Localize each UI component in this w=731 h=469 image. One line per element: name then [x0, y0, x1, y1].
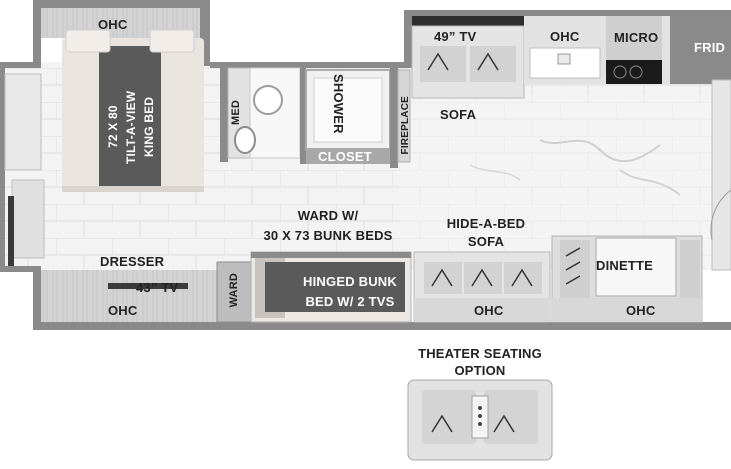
dresser-label: DRESSER [100, 254, 165, 269]
bedroom-tv [4, 73, 45, 266]
entry-side [710, 79, 731, 271]
bathroom [220, 67, 306, 164]
fridge-label: FRID [694, 40, 726, 55]
tv-49-label: 49” TV [434, 29, 477, 44]
dinette-ohc-label: OHC [626, 303, 656, 318]
outer-walls [0, 0, 731, 330]
sofa-ohc-label: OHC [474, 303, 504, 318]
ward-bunk-label: WARD W/30 X 73 BUNK BEDS [263, 208, 393, 243]
theater-seating-option [407, 379, 553, 461]
bunk-beds [250, 251, 412, 323]
dinette-label: DINETTE [596, 258, 654, 273]
dresser [41, 270, 217, 322]
dresser-ohc-label: OHC [108, 303, 138, 318]
bedroom-ohc-label: OHC [98, 17, 128, 32]
ward-label: WARD [228, 273, 240, 308]
fireplace [397, 69, 411, 163]
hide-a-bed-sofa [413, 251, 551, 323]
shower-label: SHOWER [331, 74, 346, 134]
shower [305, 68, 398, 168]
closet-label: CLOSET [318, 149, 372, 164]
fireplace-label: FIREPLACE [400, 96, 411, 155]
king-bed [62, 29, 204, 192]
wardrobe [216, 261, 252, 323]
kitchen-ohc-label: OHC [550, 29, 580, 44]
dinette [551, 235, 703, 323]
kitchen [524, 16, 731, 84]
tv-43-label: 43” TV [136, 280, 179, 295]
sofa-label: SOFA [440, 107, 477, 122]
micro-label: MICRO [614, 30, 659, 45]
med-label: MED [230, 100, 242, 126]
